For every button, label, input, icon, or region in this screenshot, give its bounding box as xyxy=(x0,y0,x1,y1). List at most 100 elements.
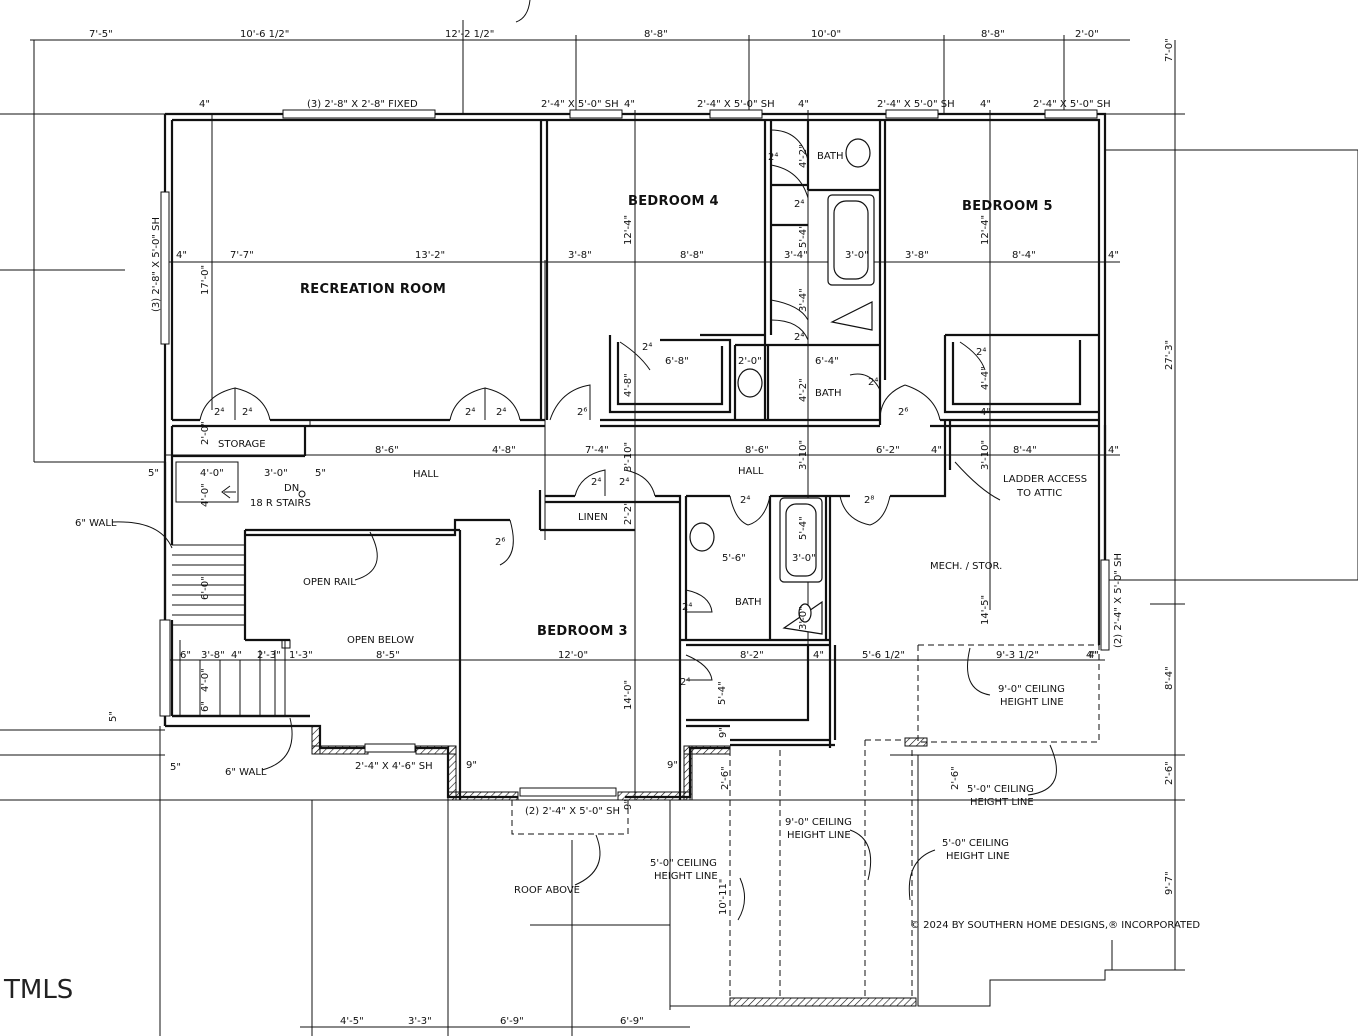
dimension: 7'-0" xyxy=(1164,38,1175,62)
dimension: 9'-7" xyxy=(1164,871,1175,895)
tmls-watermark: TMLS xyxy=(3,975,73,1005)
dimension: 6'-8" xyxy=(665,356,689,367)
ceiling-note: 5'-0" CEILING xyxy=(942,838,1009,849)
bath-label: BATH xyxy=(815,388,842,399)
dimension: 5" xyxy=(315,468,326,479)
dimension: 10'-0" xyxy=(811,29,841,40)
dimension: 4'-0" xyxy=(200,668,211,692)
window-label: (3) 2'-8" X 5'-0" SH xyxy=(151,217,162,312)
door-size: 2⁶ xyxy=(495,537,505,548)
dimension: 3'-10" xyxy=(980,440,991,470)
dimension: 10'-6 1/2" xyxy=(240,29,289,40)
bath-label: BATH xyxy=(817,151,844,162)
dimensions-hall-row: 8'-6" 4'-8" 7'-4" 8'-6" 6'-2" 4" 8'-4" 4… xyxy=(375,445,1119,456)
dimension: 6'-9" xyxy=(500,1016,524,1027)
door-size: 2⁴ xyxy=(619,477,629,488)
dimension: 12'-4" xyxy=(623,215,634,245)
dimension: 4'-0" xyxy=(200,468,224,479)
ceiling-note: HEIGHT LINE xyxy=(1000,697,1064,708)
dimensions-misc: 17'-0" 12'-4" 12'-4" 4'-2" 5'-4" 3'-4" 4… xyxy=(108,99,1099,915)
door-size: 2⁴ xyxy=(465,407,475,418)
door-size: 2⁴ xyxy=(242,407,252,418)
dimension: 3'-0" xyxy=(798,606,809,630)
hatched-walls xyxy=(311,725,928,1007)
door-size: 2⁴ xyxy=(682,602,692,613)
dimension: 12'-4" xyxy=(980,215,991,245)
door-size: 2⁶ xyxy=(577,407,587,418)
dimension: 3'-8" xyxy=(568,250,592,261)
dimension: 4" xyxy=(980,407,991,418)
dimension: 8'-4" xyxy=(1013,445,1037,456)
dimension: 2'-0" xyxy=(200,421,211,445)
dimension: 7'-7" xyxy=(230,250,254,261)
dimension: 10'-11" xyxy=(718,879,729,915)
dimension-row-mid xyxy=(165,261,1120,456)
window-label: 2'-4" X 4'-6" SH xyxy=(355,761,433,772)
dimension: 3'-3" xyxy=(408,1016,432,1027)
door-size: 2⁴ xyxy=(496,407,506,418)
dimension: 1'-3" xyxy=(289,650,313,661)
dimension: 2'-6" xyxy=(1164,761,1175,785)
dimension: 12'-0" xyxy=(558,650,588,661)
dimension: 12'-2 1/2" xyxy=(445,29,494,40)
window-label: (2) 2'-4" X 5'-0" SH xyxy=(1113,553,1124,648)
mech-storage-label: MECH. / STOR. xyxy=(930,561,1002,572)
dimension: 4'-2" xyxy=(798,144,809,168)
dimension: 8'-8" xyxy=(981,29,1005,40)
room-labels: RECREATION ROOM BEDROOM 4 BEDROOM 5 BEDR… xyxy=(218,151,1053,646)
dimension: 4" xyxy=(813,650,824,661)
dimensions-bottom: 4'-5" 3'-3" 6'-9" 6'-9" xyxy=(340,1016,644,1027)
dimension: 7'-4" xyxy=(585,445,609,456)
dimension: 9" xyxy=(466,760,477,771)
dimension: 3'-8" xyxy=(905,250,929,261)
dimension: 27'-3" xyxy=(1164,340,1175,370)
dimensions-top: 7'-5" 10'-6 1/2" 12'-2 1/2" 8'-8" 10'-0"… xyxy=(89,29,1099,40)
dimension: 2'-6" xyxy=(720,766,731,790)
dimensions-low-row: 6" 3'-8" 4" 2'-3" 1'-3" 8'-5" 12'-0" 8'-… xyxy=(180,650,1097,661)
dimension: 2'-2" xyxy=(623,501,634,525)
open-rail-note: OPEN RAIL xyxy=(303,577,356,588)
ceiling-note: 9'-0" CEILING xyxy=(785,817,852,828)
hall-label: HALL xyxy=(413,469,439,480)
dimension: 8'-6" xyxy=(375,445,399,456)
door-size: 2⁴ xyxy=(768,152,778,163)
bedroom-5-label: BEDROOM 5 xyxy=(962,199,1053,214)
dimension: 6" xyxy=(200,701,211,712)
bath-fixtures xyxy=(689,138,875,635)
dimension: 3'-0" xyxy=(845,250,869,261)
ladder-note: TO ATTIC xyxy=(1016,488,1062,499)
dimension: 4" xyxy=(931,445,942,456)
dimension: 5'-4" xyxy=(798,224,809,248)
dimension: 6" xyxy=(180,650,191,661)
stairs-note: 18 R STAIRS xyxy=(250,498,311,509)
dimension: 4" xyxy=(1108,250,1119,261)
dimension: 8'-6" xyxy=(745,445,769,456)
dimension: 8'-4" xyxy=(1012,250,1036,261)
dimension: 4" xyxy=(1088,650,1099,661)
door-size: 2⁴ xyxy=(642,342,652,353)
wall-note: 6" WALL xyxy=(225,767,267,778)
door-size: 2⁴ xyxy=(591,477,601,488)
dimension: 4'-4" xyxy=(980,366,991,390)
door-swings xyxy=(199,129,986,681)
hall-label: HALL xyxy=(738,466,764,477)
dimension: 4" xyxy=(231,650,242,661)
window-label: 2'-4" X 5'-0" SH xyxy=(1033,99,1111,110)
dimension: 4" xyxy=(798,99,809,110)
dimension: 8'-8" xyxy=(680,250,704,261)
dimension: 5'-6 1/2" xyxy=(862,650,905,661)
door-size: 2⁴ xyxy=(794,199,804,210)
notes: LADDER ACCESS TO ATTIC OPEN RAIL DN 18 R… xyxy=(3,474,1200,1005)
dimension: 5'-6" xyxy=(722,553,746,564)
ceiling-note: 9'-0" CEILING xyxy=(998,684,1065,695)
recreation-room-label: RECREATION ROOM xyxy=(300,282,446,297)
dimension: 3'-4" xyxy=(798,288,809,312)
dimension: 5" xyxy=(148,468,159,479)
dimension: 8'-5" xyxy=(376,650,400,661)
dimension: 9'-3 1/2" xyxy=(996,650,1039,661)
leader-lines xyxy=(111,0,1057,921)
dimension: 3'-0" xyxy=(792,553,816,564)
ceiling-note: 5'-0" CEILING xyxy=(650,858,717,869)
door-size: 2⁴ xyxy=(740,495,750,506)
dimension: 9" xyxy=(718,727,729,738)
